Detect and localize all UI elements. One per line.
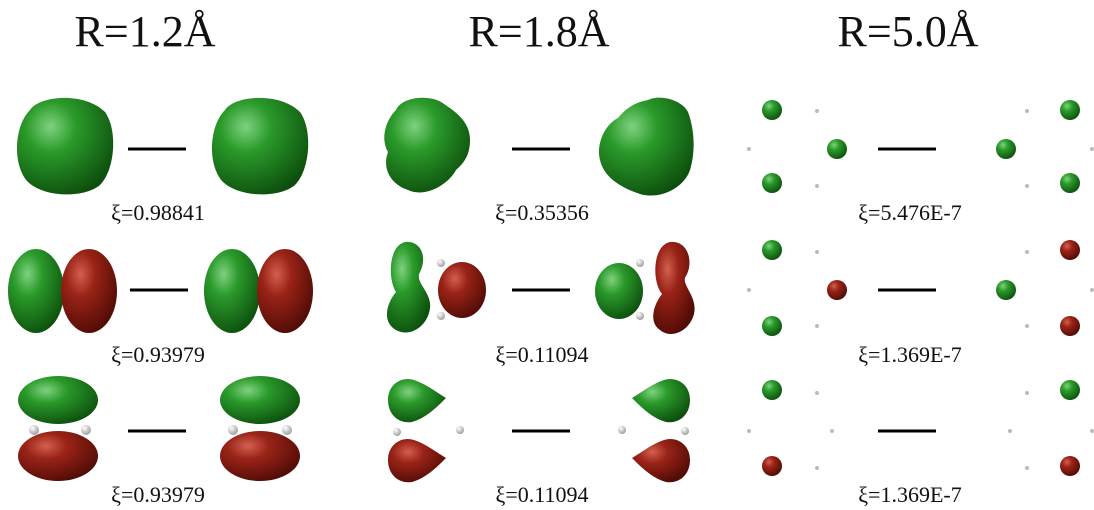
r50-row3-h-3 — [830, 429, 834, 433]
r18-row3-right-atom-2 — [681, 427, 689, 435]
r12-bonds — [128, 147, 188, 433]
r50-row2-h-3 — [815, 324, 819, 328]
r18-row2-left-atom-1 — [437, 259, 445, 267]
r50-row3-atom-red-1 — [762, 456, 782, 476]
xi-label-r12-row3: ξ=0.93979 — [111, 482, 205, 507]
r50-row3-h-5 — [1025, 391, 1029, 395]
r18-row3-right-atom-1 — [618, 426, 626, 434]
r12-row2-orbital — [8, 249, 313, 333]
r50-row2-atom-red-3 — [1060, 316, 1080, 336]
r50-row2-h-4 — [1025, 250, 1029, 254]
r12-row3-left-green-lobe — [18, 376, 98, 424]
r18-row3-left-red-lobe — [388, 438, 446, 483]
r18-row2-left-red-lobe — [438, 262, 486, 318]
r12-row2-right-green-lobe — [204, 249, 260, 333]
r12-row2-left-green-lobe — [8, 249, 64, 333]
column-title-r18: R=1.8Å — [468, 7, 610, 56]
r50-row2-atom-red-1 — [827, 280, 847, 300]
r50-row3-h-6 — [1008, 429, 1012, 433]
r12-row3-right-red-lobe — [220, 431, 300, 481]
r12-row3-orbital — [18, 376, 300, 481]
xi-label-r12-row1: ξ=0.98841 — [111, 200, 205, 225]
r18-row2-right-atom-2 — [636, 312, 644, 320]
r50-row2-h-1 — [815, 250, 819, 254]
r50-bonds — [878, 147, 936, 433]
r18-bonds — [512, 147, 570, 433]
r18-row2-left-green-lobe — [386, 241, 431, 333]
r50-row2-atom-green-2 — [762, 316, 782, 336]
r50-row1-atom-green-4 — [1060, 100, 1080, 120]
r50-row3-h-7 — [1090, 429, 1094, 433]
r12-row3-left-atom-2 — [81, 425, 91, 435]
column-title-r12: R=1.2Å — [74, 7, 216, 56]
r18-row1-left-lobe — [384, 97, 470, 193]
xi-label-r50-row3: ξ=1.369E-7 — [858, 482, 962, 507]
r50-row2-atom-green-1 — [762, 240, 782, 260]
xi-label-r12-row2: ξ=0.93979 — [111, 342, 205, 367]
xi-label-r50-row2: ξ=1.369E-7 — [858, 342, 962, 367]
r12-row3-right-atom-2 — [282, 425, 292, 435]
r18-row3-left-atom-1 — [393, 428, 401, 436]
r50-row1-atom-green-6 — [1060, 173, 1080, 193]
r12-row3-left-red-lobe — [18, 431, 98, 481]
r18-row3-orbital — [388, 378, 690, 483]
r50-row1-h-3 — [815, 184, 819, 188]
xi-label-r18-row3: ξ=0.11094 — [495, 482, 589, 507]
r50-row1-orbital — [747, 100, 1094, 193]
r50-row1-atom-green-2 — [827, 139, 847, 159]
r18-row1-orbital — [384, 97, 694, 196]
r18-row2-right-green-lobe — [595, 263, 643, 319]
r50-row3-h-2 — [747, 429, 751, 433]
r12-row2-left-red-lobe — [61, 249, 117, 333]
r50-row2-atom-red-2 — [1060, 240, 1080, 260]
xi-label-r50-row1: ξ=5.476E-7 — [858, 200, 962, 225]
r12-row2-right-red-lobe — [257, 249, 313, 333]
r12-row1-right-lobe — [211, 97, 309, 195]
r50-row2-h-2 — [747, 288, 751, 292]
r18-row3-right-red-lobe — [632, 438, 690, 483]
r18-row2-right-atom-1 — [636, 259, 644, 267]
r18-row2-left-atom-2 — [437, 312, 445, 320]
r12-row3-right-green-lobe — [220, 376, 300, 424]
r50-row1-h-6 — [1025, 184, 1029, 188]
r12-row3-right-atom-1 — [228, 425, 238, 435]
r18-row3-left-atom-2 — [456, 426, 464, 434]
r50-row1-atom-green-5 — [996, 139, 1016, 159]
r50-row1-atom-green-3 — [762, 173, 782, 193]
r50-row2-orbital — [747, 240, 1094, 336]
r50-row3-atom-red-2 — [1060, 456, 1080, 476]
r50-row2-atom-green-3 — [996, 280, 1016, 300]
r50-row1-h-4 — [1025, 109, 1029, 113]
xi-label-r18-row2: ξ=0.11094 — [495, 342, 589, 367]
r12-row1-left-lobe — [16, 97, 114, 195]
r12-row3-left-atom-1 — [29, 425, 39, 435]
r50-row3-atom-green-1 — [762, 380, 782, 400]
r50-row3-atom-green-2 — [1060, 380, 1080, 400]
r18-row2-right-red-lobe — [653, 241, 695, 335]
r50-row3-h-1 — [815, 391, 819, 395]
r12-row1-orbital — [16, 97, 309, 195]
r18-row3-right-green-lobe — [632, 378, 690, 423]
r18-row3-left-green-lobe — [388, 378, 446, 423]
r50-row2-h-6 — [1025, 324, 1029, 328]
column-title-r50: R=5.0Å — [837, 7, 979, 56]
r50-row3-h-4 — [815, 466, 819, 470]
r18-row1-right-lobe — [598, 97, 694, 196]
xi-label-r18-row1: ξ=0.35356 — [495, 200, 589, 225]
r50-row1-atom-green-1 — [762, 100, 782, 120]
r50-row3-h-8 — [1025, 466, 1029, 470]
r50-row1-h-2 — [747, 147, 751, 151]
r50-row2-h-5 — [1090, 288, 1094, 292]
r50-row1-h-1 — [815, 109, 819, 113]
r50-row3-orbital — [747, 380, 1094, 476]
r18-row2-orbital — [386, 241, 695, 335]
r50-row1-h-5 — [1090, 147, 1094, 151]
